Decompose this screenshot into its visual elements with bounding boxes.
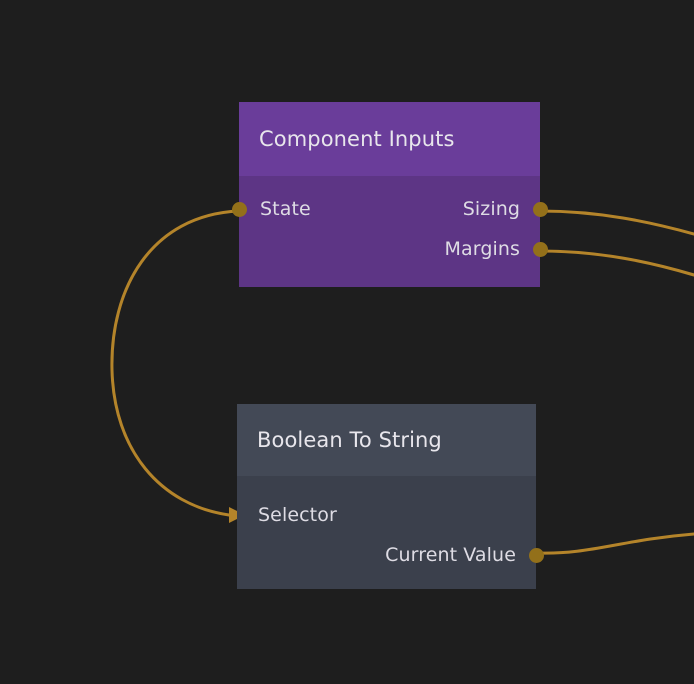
port-label: Margins (444, 238, 520, 260)
port-label: State (260, 198, 311, 220)
port-dot-icon[interactable] (528, 547, 544, 563)
node-header-component-inputs[interactable]: Component Inputs (239, 102, 540, 176)
input-port-selector[interactable]: Selector (237, 504, 337, 526)
edge-margins-out[interactable] (538, 249, 694, 277)
output-port-margins[interactable]: Margins (444, 238, 548, 260)
input-port-state[interactable]: State (231, 198, 311, 220)
output-port-sizing[interactable]: Sizing (462, 198, 548, 220)
edge-sizing-out[interactable] (538, 209, 694, 236)
node-title: Boolean To String (257, 428, 442, 452)
port-label: Selector (258, 504, 337, 526)
port-dot-icon[interactable] (532, 201, 548, 217)
edge-current-value-out[interactable] (534, 532, 694, 555)
node-header-boolean-to-string[interactable]: Boolean To String (237, 404, 536, 476)
output-port-current-value[interactable]: Current Value (385, 544, 544, 566)
port-label: Current Value (385, 544, 516, 566)
edge-state-to-selector[interactable] (110, 209, 241, 517)
port-dot-icon[interactable] (532, 241, 548, 257)
node-title: Component Inputs (259, 127, 455, 151)
port-dot-icon[interactable] (231, 201, 247, 217)
port-label: Sizing (462, 198, 520, 220)
